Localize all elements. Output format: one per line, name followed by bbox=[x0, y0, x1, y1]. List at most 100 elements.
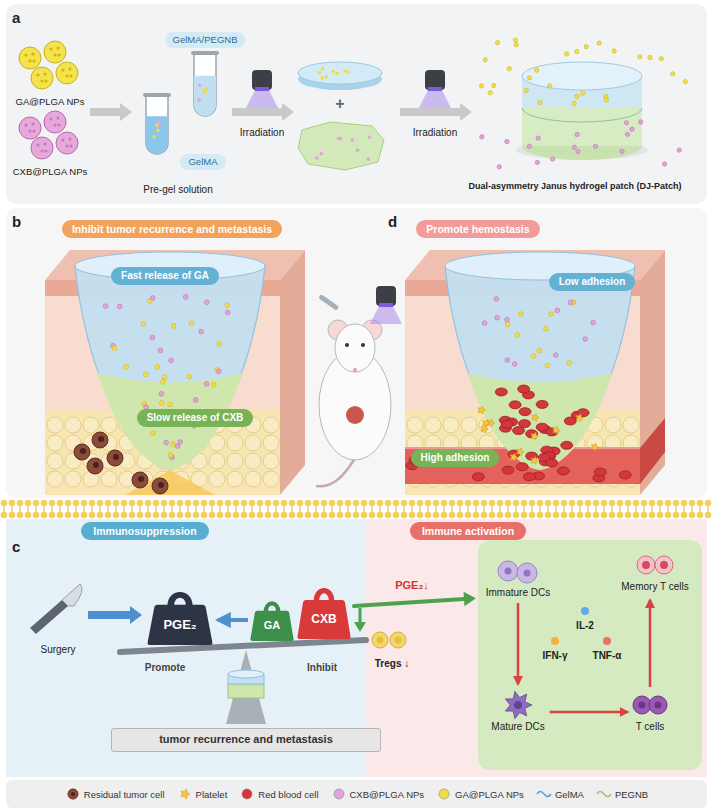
node-text: GelMA bbox=[188, 156, 217, 167]
lipid-head bbox=[689, 512, 696, 519]
lipid-head bbox=[337, 500, 344, 507]
lipid-head bbox=[113, 500, 120, 507]
mouse-eye bbox=[361, 343, 365, 347]
nanoparticle-dot bbox=[513, 38, 517, 42]
lipid-head bbox=[345, 512, 352, 519]
nanoparticle-core bbox=[61, 138, 64, 141]
node-text: Immune activation bbox=[422, 525, 514, 538]
node-text: tumor recurrence and metastasis bbox=[120, 733, 372, 746]
nanoparticle-dot bbox=[584, 44, 588, 48]
state-pill: Immune activation bbox=[410, 522, 526, 541]
fat-cell bbox=[209, 453, 225, 469]
fat-cell bbox=[227, 435, 243, 451]
lipid-head bbox=[81, 512, 88, 519]
lipid-head bbox=[217, 512, 224, 519]
cytokine-label: IL-2 bbox=[576, 620, 594, 632]
nanoparticle-dot bbox=[351, 138, 355, 142]
nanoparticle-dot bbox=[638, 55, 642, 59]
lipid-head bbox=[641, 500, 648, 507]
nanoparticle-dot bbox=[482, 321, 487, 326]
lipid-head bbox=[249, 512, 256, 519]
lipid-head bbox=[601, 512, 608, 519]
red-blood-cell bbox=[564, 417, 576, 425]
weight: CXB bbox=[297, 585, 351, 639]
lipid-head bbox=[609, 500, 616, 507]
lipid-head bbox=[593, 512, 600, 519]
product-label: Dual-asymmetry Janus hydrogel patch (DJ-… bbox=[468, 181, 681, 192]
lipid-head bbox=[17, 500, 24, 507]
lipid-head bbox=[73, 500, 80, 507]
fat-cell bbox=[443, 417, 459, 433]
nanoparticle-dot bbox=[494, 296, 499, 301]
cell-nucleus bbox=[642, 561, 650, 569]
outcome-box: tumor recurrence and metastasis bbox=[111, 728, 381, 751]
lipid-head bbox=[217, 500, 224, 507]
nanoparticle-core bbox=[24, 53, 27, 56]
lipid-head bbox=[625, 500, 632, 507]
lipid-head bbox=[9, 500, 16, 507]
lipid-head bbox=[545, 500, 552, 507]
nanoparticle-dot bbox=[204, 300, 209, 305]
legend-item: Platelet bbox=[177, 788, 228, 800]
node-text: GA bbox=[250, 619, 294, 632]
connector bbox=[218, 618, 248, 622]
nanoparticle-core bbox=[32, 59, 35, 62]
legend-item: Red blood cell bbox=[239, 788, 318, 800]
platelet bbox=[592, 443, 599, 451]
fat-cell bbox=[65, 471, 81, 487]
legend-text: GelMA bbox=[555, 789, 584, 800]
release-pill: Fast release of GA bbox=[111, 267, 219, 285]
nanoparticle-dot bbox=[160, 379, 165, 384]
uv-light bbox=[246, 90, 278, 108]
lipid-head bbox=[1, 512, 8, 519]
legend-swatch bbox=[65, 788, 81, 800]
legend: Residual tumor cellPlateletRed blood cel… bbox=[0, 784, 713, 804]
lipid-head bbox=[201, 512, 208, 519]
lipid-head bbox=[81, 500, 88, 507]
red-blood-cell bbox=[509, 401, 521, 409]
lipid-head bbox=[593, 500, 600, 507]
nanoparticle-dot bbox=[343, 70, 347, 74]
nanoparticle-core bbox=[31, 122, 34, 125]
lipid-head bbox=[249, 500, 256, 507]
nanoparticle-dot bbox=[319, 152, 323, 156]
lipid-head bbox=[657, 512, 664, 519]
lipid-head bbox=[241, 512, 248, 519]
lipid-head bbox=[225, 500, 232, 507]
nanoparticle-core bbox=[32, 129, 35, 132]
lipid-head bbox=[697, 500, 704, 507]
nanoparticle-dot bbox=[514, 43, 518, 47]
fat-cell bbox=[425, 417, 441, 433]
nanoparticle-dot bbox=[217, 342, 222, 347]
nanoparticle bbox=[31, 67, 53, 89]
arrowhead bbox=[354, 622, 366, 632]
material-pill: GelMA bbox=[180, 154, 225, 169]
nanoparticle bbox=[31, 137, 53, 159]
cytokine-label: IFN-γ bbox=[543, 650, 568, 662]
scalpel-handle bbox=[30, 600, 68, 634]
node-text: Memory T cells bbox=[621, 581, 688, 593]
lipid-head bbox=[265, 512, 272, 519]
lipid-head bbox=[329, 512, 336, 519]
lipid-head bbox=[521, 512, 528, 519]
patch-top bbox=[522, 62, 642, 90]
weight-handle bbox=[266, 603, 278, 611]
nanoparticle-dot bbox=[581, 91, 585, 95]
lipid-head bbox=[169, 512, 176, 519]
tube-rim bbox=[191, 51, 219, 55]
lipid-head bbox=[673, 500, 680, 507]
lipid-head bbox=[617, 500, 624, 507]
lipid-head bbox=[433, 512, 440, 519]
test-tube bbox=[146, 96, 168, 154]
legend-text: Platelet bbox=[196, 789, 228, 800]
nanoparticle-dot bbox=[199, 329, 204, 334]
tumor-cell bbox=[107, 450, 123, 466]
nanoparticle-dot bbox=[518, 312, 523, 317]
lipid-head bbox=[57, 500, 64, 507]
node-text: Promote hemostasis bbox=[426, 223, 529, 236]
panel-letter: c bbox=[12, 538, 20, 556]
uv-lamp bbox=[376, 286, 396, 306]
legend-dot bbox=[242, 789, 252, 799]
